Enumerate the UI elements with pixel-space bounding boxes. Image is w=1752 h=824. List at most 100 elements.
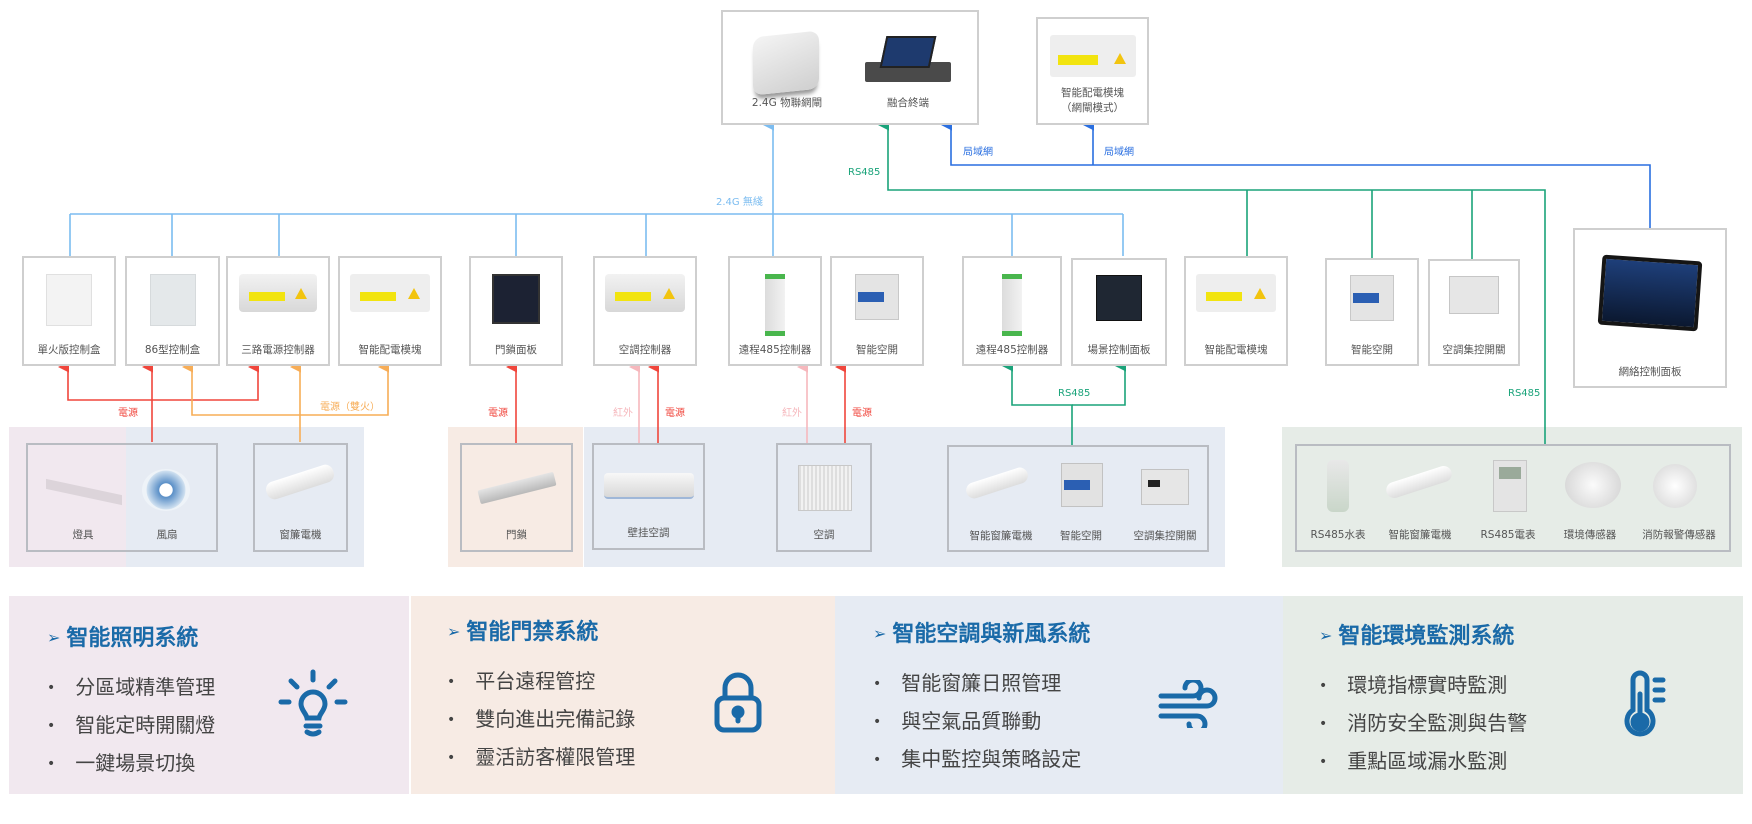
wind-icon [1158, 680, 1218, 728]
endpoint-box-window-ac[interactable]: 空調 [776, 443, 872, 552]
controller-label: 空調控制器 [618, 344, 672, 356]
controller-box[interactable]: 智能空開 [830, 256, 924, 366]
panel-access: ➢智能門禁系統 平台遠程管控 雙向進出完備記錄 靈活訪客權限管理 [411, 596, 835, 794]
feature-list: 環境指標實時監測 消防安全監測與告警 重點區域漏水監測 [1319, 666, 1527, 780]
controller-label: 單火版控制盒 [37, 344, 101, 356]
single-fire-switch-icon [46, 274, 92, 326]
magnetic-lock-icon [477, 471, 557, 505]
feature-item: 智能定時開關燈 [47, 706, 215, 744]
controller-box[interactable]: 單火版控制盒 [22, 256, 116, 366]
controller-label: 場景控制面板 [1087, 344, 1151, 356]
controller-box[interactable]: 遠程485控制器 [728, 256, 822, 366]
power-dual-wires [181, 361, 390, 442]
wire-label-power-dual: 電源（雙火） [320, 402, 380, 413]
feature-item: 消防安全監測與告警 [1319, 704, 1527, 742]
panel-title: ➢智能門禁系統 [447, 614, 598, 646]
controller-box[interactable]: 智能配電模塊 [1184, 256, 1288, 366]
panel-title: ➢智能環境監測系統 [1319, 618, 1514, 650]
endpoint-label: 風扇 [156, 529, 178, 541]
endpoint-label: 空調集控開關 [1133, 530, 1197, 542]
power-module-icon [350, 274, 430, 312]
controller-box[interactable]: 空調控制器 [593, 256, 697, 366]
rs485-controller-icon [765, 274, 785, 336]
arrow-icon: ➢ [47, 628, 61, 647]
thermometer-icon [1624, 670, 1666, 737]
panel-environment: ➢智能環境監測系統 環境指標實時監測 消防安全監測與告警 重點區域漏水監測 [1283, 596, 1743, 794]
endpoint-label: 消防報警傳感器 [1642, 529, 1716, 541]
controller-box[interactable]: 門鎖面板 [469, 256, 563, 366]
feature-item: 智能窗簾日照管理 [873, 664, 1081, 702]
lock-icon [714, 672, 762, 733]
door-lock-panel-icon [492, 274, 540, 324]
endpoint-box-wall-ac[interactable]: 壁挂空調 [592, 443, 705, 550]
endpoint-label: 空調 [813, 529, 835, 541]
smart-breaker-icon [855, 274, 899, 320]
controller-label: 智能空開 [856, 344, 898, 356]
controller-box[interactable]: 空調集控開關 [1428, 259, 1520, 366]
endpoint-label: 智能窗簾電機 [969, 530, 1033, 542]
controller-box[interactable]: 場景控制面板 [1071, 258, 1167, 366]
curtain-motor-icon [263, 462, 337, 502]
controller-label: 遠程485控制器 [738, 344, 812, 356]
panel-title-text: 智能空調與新風系統 [892, 622, 1091, 647]
endpoint-box-lock[interactable]: 門鎖 [460, 443, 573, 552]
controller-label: 智能配電模塊 [1204, 344, 1268, 356]
controller-label: 空調集控開關 [1442, 344, 1506, 356]
wire-label-rs485: RS485 [1508, 388, 1541, 399]
controller-label: 三路電源控制器 [241, 344, 315, 356]
power-module-icon [1050, 35, 1136, 77]
window-ac-icon [798, 465, 852, 511]
controller-label: 智能配電模塊 [358, 344, 422, 356]
smart-breaker-icon [1061, 463, 1103, 507]
controller-box[interactable]: 智能配電模塊 [338, 256, 442, 366]
gateway-label: 2.4G 物聯網閘 [751, 97, 823, 109]
power-module-icon [1196, 274, 1276, 312]
infrared-wires [628, 361, 809, 444]
wall-ac-icon [604, 473, 694, 499]
controller-box[interactable]: 網絡控制面板 [1573, 228, 1727, 388]
arrow-icon: ➢ [873, 624, 887, 643]
rs485-bus [877, 119, 1546, 445]
controller-label: 86型控制盒 [144, 344, 201, 356]
endpoint-box-hvac-group[interactable]: 智能窗簾電機 智能空開 空調集控開關 [947, 445, 1209, 552]
endpoint-label: 燈具 [72, 529, 94, 541]
endpoint-label: RS485水表 [1310, 529, 1366, 541]
controller-label: 網絡控制面板 [1618, 366, 1682, 378]
ac-controller-icon [605, 274, 685, 312]
power-module-gateway-box[interactable]: 智能配電模塊 （網閘模式） [1036, 17, 1149, 125]
panel-title: ➢ 智能照明系統 [47, 620, 198, 652]
controller-label: 門鎖面板 [495, 344, 537, 356]
endpoint-box-env-group[interactable]: RS485水表 智能窗簾電機 RS485電表 環境傳感器 消防報警傳感器 [1295, 444, 1731, 552]
endpoint-box-lighting[interactable]: 燈具 風扇 [26, 443, 218, 552]
endpoint-box-curtain[interactable]: 窗簾電機 [253, 443, 348, 552]
environment-sensor-icon [1565, 462, 1621, 508]
lan-bus [940, 119, 1651, 228]
feature-item: 靈活訪客權限管理 [447, 738, 635, 776]
panel-title: ➢ 智能空調與新風系統 [873, 616, 1090, 648]
feature-item: 重點區域漏水監測 [1319, 742, 1527, 780]
hub-box[interactable]: 2.4G 物聯網閘 融合終端 [721, 10, 979, 125]
wireless-bus [69, 119, 1124, 256]
controller-box[interactable]: 遠程485控制器 [962, 256, 1062, 366]
panel-title-text: 智能照明系統 [66, 626, 199, 651]
endpoint-label: 壁挂空調 [627, 527, 670, 539]
controller-box[interactable]: 智能空開 [1325, 258, 1419, 366]
lightbulb-icon [278, 669, 348, 737]
curtain-motor-icon [964, 465, 1030, 501]
86-switch-panel-icon [149, 274, 196, 326]
wire-label-power: 電源 [118, 408, 138, 419]
wire-label-rs485: RS485 [848, 167, 881, 178]
power-controller-icon [239, 274, 317, 312]
controller-box[interactable]: 86型控制盒 [125, 256, 220, 366]
wire-label-rs485: RS485 [1058, 388, 1091, 399]
ac-central-switch-icon [1449, 275, 1499, 314]
wire-label-lan: 局域網 [963, 147, 993, 158]
electric-meter-icon [1493, 460, 1527, 512]
controller-box[interactable]: 三路電源控制器 [226, 256, 330, 366]
panel-title-text: 智能環境監測系統 [1338, 624, 1515, 649]
fire-alarm-sensor-icon [1653, 464, 1697, 508]
wire-label-power: 電源 [665, 408, 685, 419]
endpoint-label: 環境傳感器 [1563, 529, 1617, 541]
arrow-icon: ➢ [447, 622, 461, 641]
connection-wires [57, 119, 1651, 445]
